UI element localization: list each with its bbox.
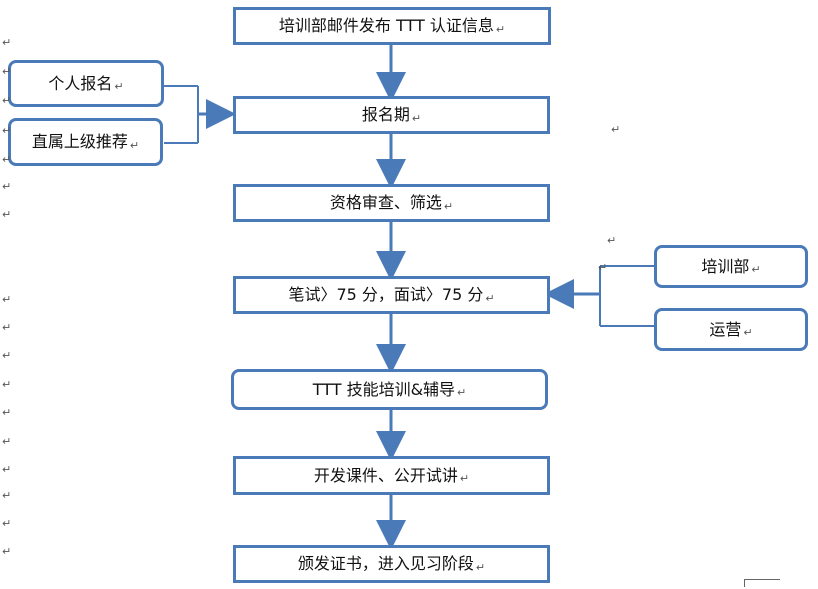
paragraph-mark-icon: ↵ <box>485 291 495 305</box>
paragraph-mark-icon: ↵ <box>2 378 12 391</box>
main-step-screening: 资格审查、筛选 ↵ <box>233 184 550 222</box>
document-corner-mark <box>744 579 780 587</box>
right-input-operations-text: 运营 <box>709 319 742 339</box>
main-step-course-development-text: 开发课件、公开试讲 <box>313 465 458 485</box>
main-step-certificate: 颁发证书，进入见习阶段 ↵ <box>233 545 550 583</box>
left-input-supervisor-recommendation: 直属上级推荐 ↵ <box>8 118 163 166</box>
paragraph-mark-icon: ↵ <box>743 326 753 339</box>
paragraph-mark-icon: ↵ <box>2 321 12 334</box>
left-input-supervisor-recommendation-text: 直属上级推荐 <box>31 132 128 151</box>
paragraph-mark-icon: ↵ <box>443 199 454 213</box>
main-step-publish-ttt-info-text: 培训部邮件发布 TTT 认证信息 <box>278 16 494 35</box>
paragraph-mark-icon: ↵ <box>114 80 124 93</box>
paragraph-mark-icon: ↵ <box>129 138 140 152</box>
paragraph-mark-icon: ↵ <box>2 517 12 530</box>
left-input-personal-registration-text: 个人报名 <box>48 73 113 93</box>
right-input-operations: 运营 ↵ <box>654 308 808 351</box>
paragraph-mark-icon: ↵ <box>2 545 12 558</box>
paragraph-mark-icon: ↵ <box>2 94 12 107</box>
main-step-publish-ttt-info: 培训部邮件发布 TTT 认证信息 ↵ <box>233 7 551 45</box>
main-step-registration-period: 报名期 ↵ <box>233 96 550 134</box>
right-input-training-department-text: 培训部 <box>701 256 750 276</box>
paragraph-mark-icon: ↵ <box>457 386 467 399</box>
paragraph-mark-icon: ↵ <box>611 123 621 136</box>
main-step-certificate-text: 颁发证书，进入见习阶段 <box>297 554 474 573</box>
paragraph-mark-icon: ↵ <box>2 153 12 166</box>
main-step-written-and-interview-text: 笔试〉75 分，面试〉75 分 <box>288 285 484 304</box>
paragraph-mark-icon: ↵ <box>2 349 12 362</box>
paragraph-mark-icon: ↵ <box>2 180 12 193</box>
paragraph-mark-icon: ↵ <box>2 36 12 49</box>
main-step-ttt-training-text: TTT 技能培训&辅导 <box>312 379 456 399</box>
paragraph-mark-icon: ↵ <box>751 263 761 276</box>
paragraph-mark-icon: ↵ <box>411 111 422 125</box>
left-input-personal-registration: 个人报名 ↵ <box>8 60 164 107</box>
paragraph-mark-icon: ↵ <box>2 406 12 419</box>
right-input-training-department: 培训部 ↵ <box>654 245 808 288</box>
paragraph-mark-icon: ↵ <box>2 65 12 78</box>
paragraph-mark-icon: ↵ <box>459 472 470 485</box>
main-step-registration-period-text: 报名期 <box>361 105 410 124</box>
main-step-screening-text: 资格审查、筛选 <box>329 193 442 212</box>
paragraph-mark-icon: ↵ <box>2 489 12 502</box>
paragraph-mark-icon: ↵ <box>2 208 12 221</box>
paragraph-mark-icon: ↵ <box>2 293 12 306</box>
paragraph-mark-icon: ↵ <box>607 234 617 247</box>
paragraph-mark-icon: ↵ <box>2 435 12 448</box>
paragraph-mark-icon: ↵ <box>598 261 608 274</box>
paragraph-mark-icon: ↵ <box>475 560 486 574</box>
main-step-course-development: 开发课件、公开试讲 ↵ <box>233 456 550 495</box>
paragraph-mark-icon: ↵ <box>2 463 12 476</box>
main-step-ttt-training: TTT 技能培训&辅导 ↵ <box>231 369 548 410</box>
paragraph-mark-icon: ↵ <box>2 124 12 137</box>
paragraph-mark-icon: ↵ <box>495 22 506 36</box>
main-step-written-and-interview: 笔试〉75 分，面试〉75 分 ↵ <box>233 276 550 314</box>
